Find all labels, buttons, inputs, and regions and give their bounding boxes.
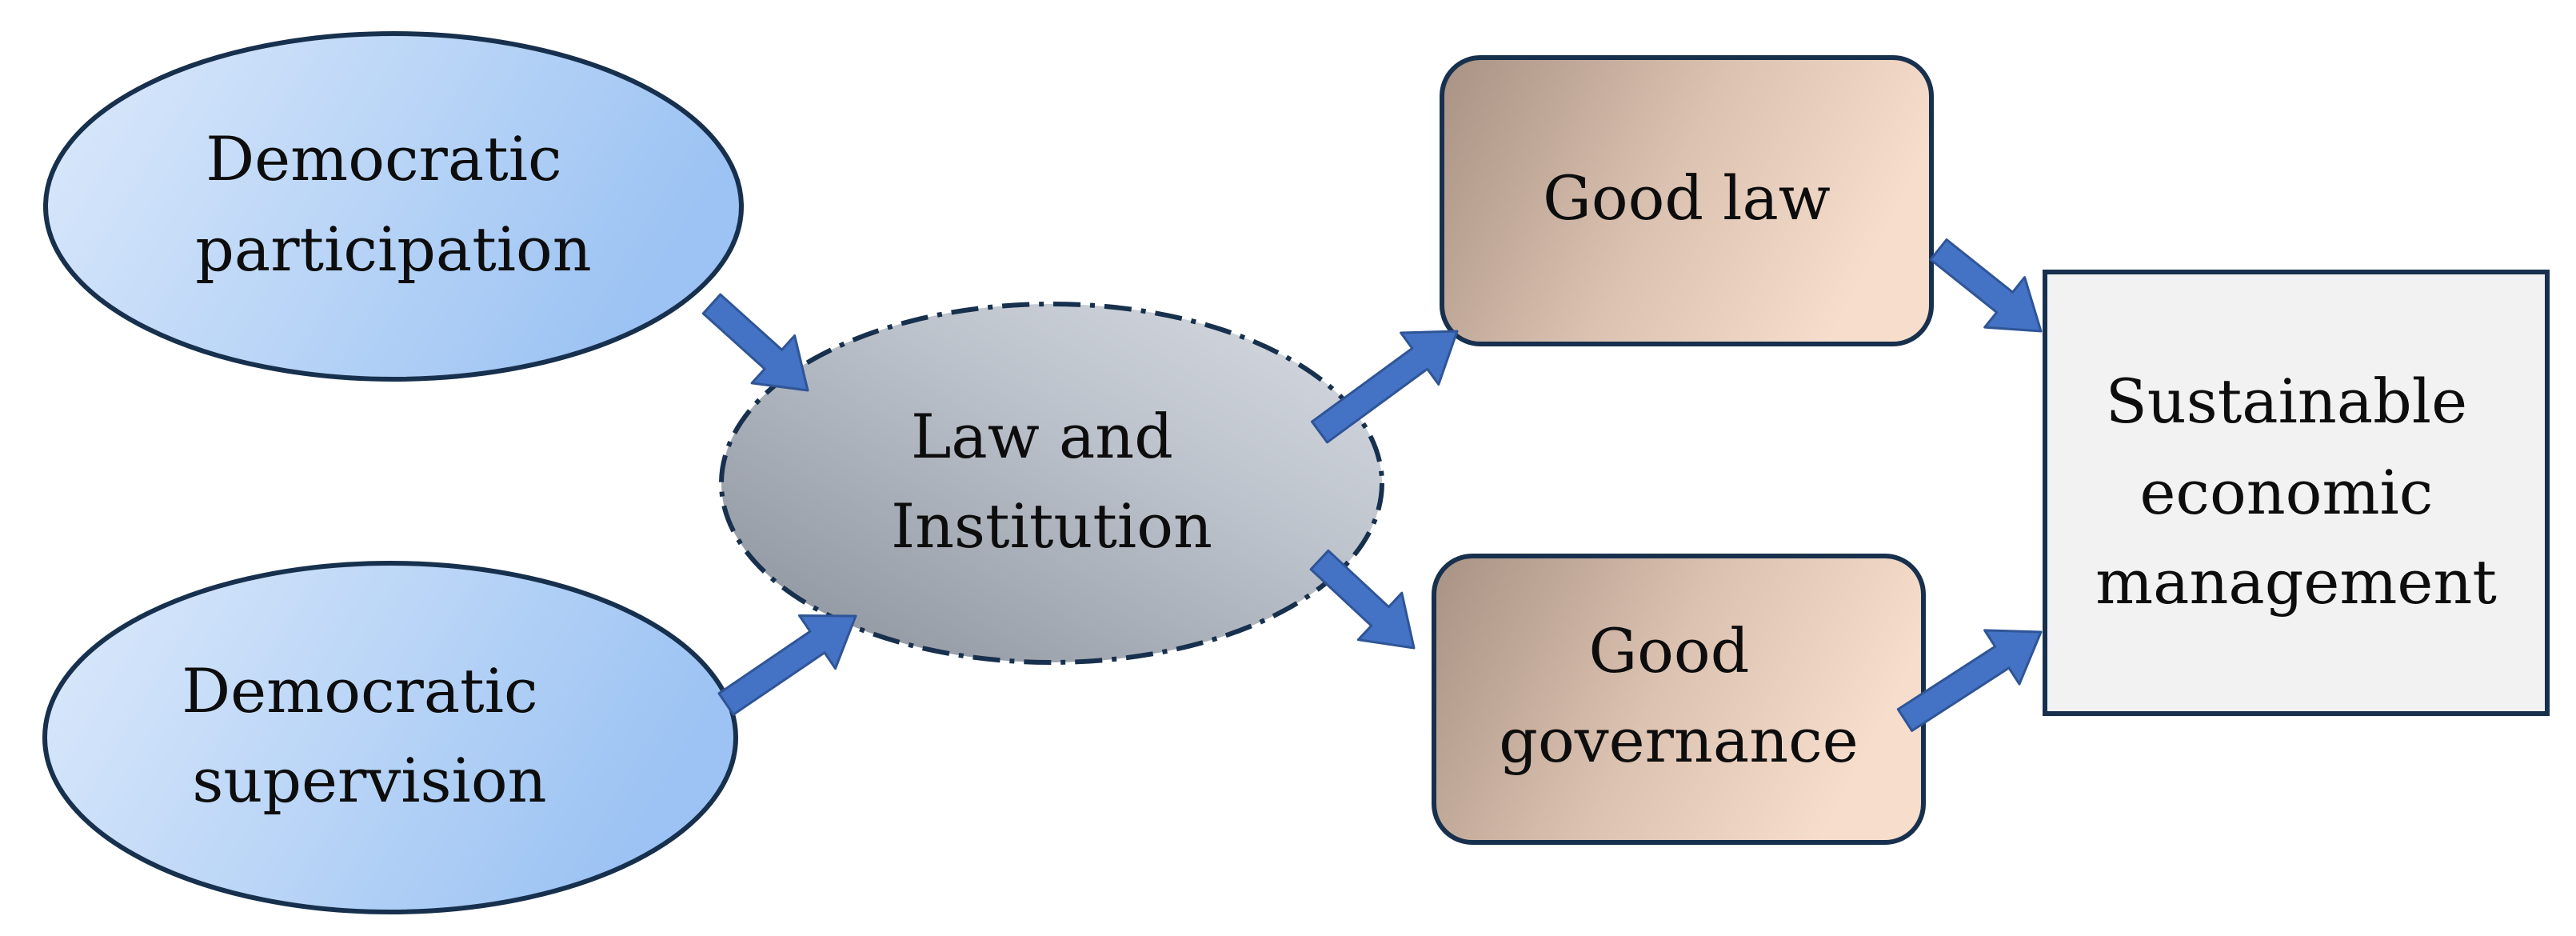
- arrow-law-institution-to-good-governance: [1309, 549, 1416, 650]
- law-and-institution-ellipse: [719, 302, 1384, 665]
- law-and-institution-label: Law and Institution: [891, 401, 1212, 562]
- node-democratic-participation: Democratic participation: [43, 31, 744, 382]
- arrow-good-governance-to-sustainable: [1896, 629, 2043, 732]
- node-democratic-supervision: Democratic supervision: [42, 561, 738, 914]
- good-governance-label: Good governance: [1499, 615, 1858, 776]
- democratic-supervision-ellipse: [42, 561, 738, 914]
- democratic-supervision-label: Democratic supervision: [182, 655, 557, 816]
- arrow-supervision-to-law-institution: [717, 614, 857, 716]
- good-governance-box: [1432, 554, 1926, 845]
- sustainable-economic-management-box: [2043, 270, 2550, 716]
- arrow-participation-to-law-institution: [701, 293, 809, 392]
- arrow-good-law-to-sustainable: [1929, 238, 2043, 333]
- good-law-box: [1440, 55, 1934, 346]
- good-law-label: Good law: [1543, 162, 1831, 234]
- node-law-and-institution: Law and Institution: [719, 302, 1384, 665]
- democratic-participation-ellipse: [43, 31, 744, 382]
- arrows: [701, 238, 2043, 732]
- democratic-participation-label: Democratic participation: [195, 123, 592, 285]
- node-good-governance: Good governance: [1432, 554, 1926, 845]
- node-good-law: Good law: [1440, 55, 1934, 346]
- arrow-law-institution-to-good-law: [1311, 330, 1459, 444]
- sustainable-economic-management-label: Sustainable economic management: [2095, 366, 2497, 618]
- node-sustainable-economic-management: Sustainable economic management: [2043, 270, 2550, 716]
